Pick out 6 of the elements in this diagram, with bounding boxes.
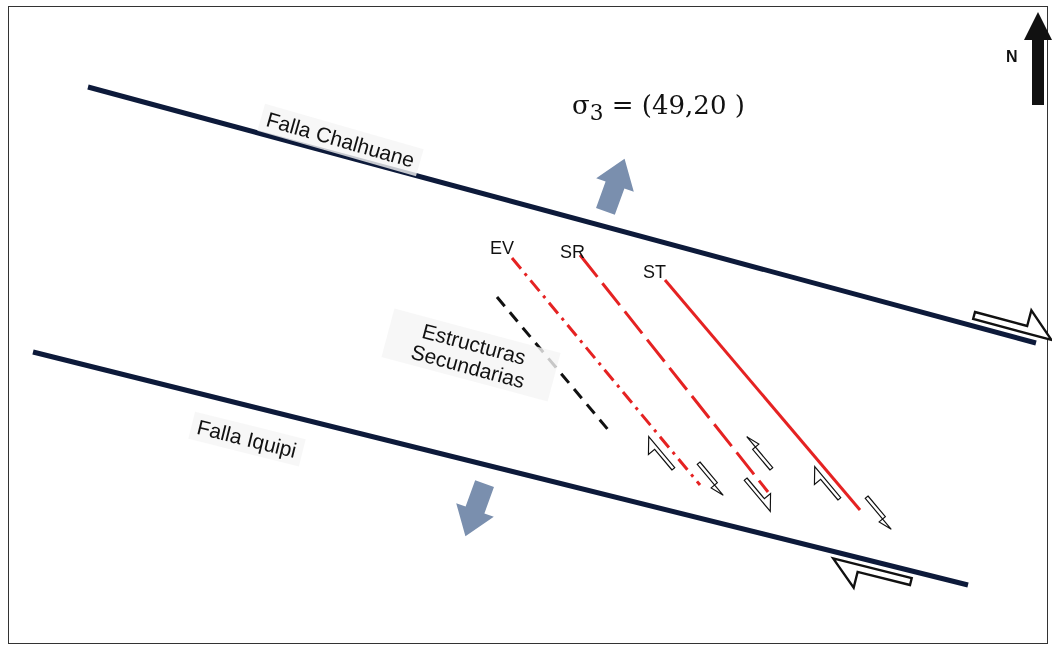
line-label: ST <box>643 262 666 283</box>
north-label: N <box>1006 48 1018 66</box>
line-label: EV <box>490 238 514 259</box>
stress-label: σ$_{3}$ = (49,20 ) <box>572 90 745 126</box>
line-label: SR <box>560 242 585 263</box>
fault-name: Falla Iquipi <box>188 411 306 467</box>
